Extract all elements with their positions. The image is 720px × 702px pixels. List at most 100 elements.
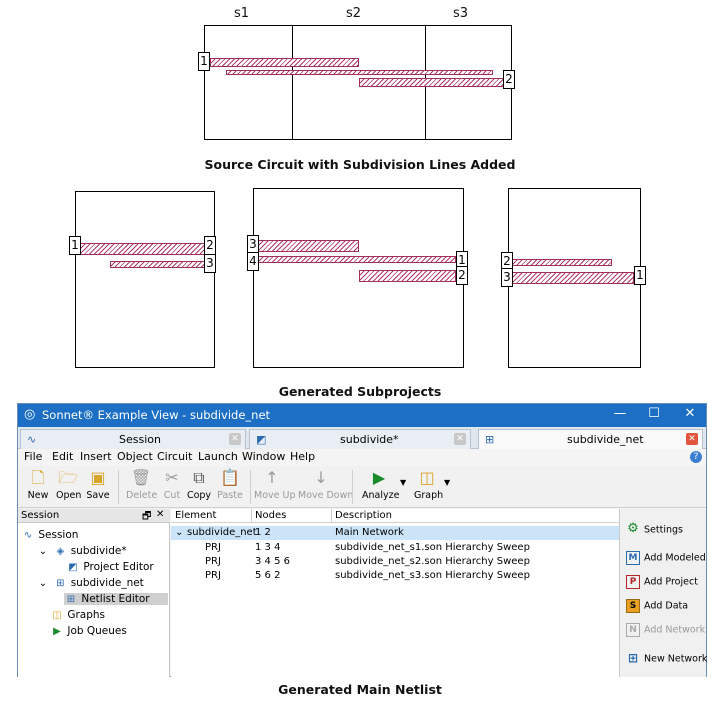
- maximize-button[interactable]: ☐: [648, 406, 660, 421]
- menu-circuit[interactable]: Circuit: [157, 450, 193, 463]
- graph-icon: ◫: [419, 468, 435, 487]
- paste-button[interactable]: 📋 Paste: [217, 468, 243, 501]
- table-row[interactable]: ⌄ subdivide_net 1 2 Main Network: [171, 526, 619, 540]
- cut-button[interactable]: ✂ Cut: [163, 468, 181, 501]
- close-icon[interactable]: ✕: [454, 433, 466, 445]
- tab-subdivide[interactable]: ◩ subdivide* ✕: [249, 429, 471, 449]
- netlist-icon: ⊞: [66, 594, 76, 605]
- menu-edit[interactable]: Edit: [52, 450, 74, 463]
- menu-window[interactable]: Window: [242, 450, 286, 463]
- settings-button[interactable]: ⚙Settings: [627, 521, 683, 536]
- column-header-description[interactable]: Description: [335, 510, 392, 521]
- project-editor-icon: ◩: [68, 562, 78, 573]
- source-strip-2: [226, 70, 493, 75]
- tree-item-subdivide[interactable]: ⌄ ◈ subdivide*: [36, 545, 127, 557]
- segment-label-s2: s2: [346, 6, 362, 21]
- close-button[interactable]: ✕: [684, 406, 696, 421]
- subproject-1-strip-2: [110, 261, 208, 268]
- column-divider: [331, 509, 332, 523]
- em-analyze-icon: ▶: [372, 468, 386, 487]
- menu-help[interactable]: Help: [290, 450, 316, 463]
- open-button[interactable]: 🗁 Open: [56, 468, 82, 501]
- menu-launch[interactable]: Launch: [198, 450, 238, 463]
- move-up-button[interactable]: ↑ Move Up: [254, 468, 296, 501]
- close-icon[interactable]: ✕: [229, 433, 241, 445]
- tree-item-project-editor[interactable]: ◩ Project Editor: [66, 561, 153, 573]
- network-icon: N: [626, 623, 640, 637]
- source-strip-1: [210, 58, 359, 67]
- new-network-button[interactable]: ⊞New Network: [627, 651, 708, 665]
- chevron-down-icon[interactable]: ⌄: [38, 578, 48, 589]
- cell-element: PRJ: [205, 556, 221, 567]
- subproject-1-box: [75, 191, 215, 368]
- move-down-button[interactable]: ↓ Move Down: [298, 468, 354, 501]
- caption-source-circuit: Source Circuit with Subdivision Lines Ad…: [204, 157, 516, 172]
- new-file-icon: 🗋: [31, 468, 45, 487]
- netlist-icon: ⊞: [485, 433, 495, 446]
- copy-button[interactable]: ⧉ Copy: [186, 468, 212, 501]
- menu-file[interactable]: File: [24, 450, 43, 463]
- cell-description: Main Network: [335, 527, 404, 538]
- table-row[interactable]: PRJ 3 4 5 6 subdivide_net_s2.son Hierarc…: [171, 555, 619, 569]
- tree-item-subdivide-net[interactable]: ⌄ ⊞ subdivide_net: [36, 577, 144, 589]
- cell-description: subdivide_net_s1.son Hierarchy Sweep: [335, 542, 530, 553]
- cell-description: subdivide_net_s2.son Hierarchy Sweep: [335, 556, 530, 567]
- table-row[interactable]: PRJ 1 3 4 subdivide_net_s1.son Hierarchy…: [171, 541, 619, 555]
- tree-item-graphs[interactable]: ◫ Graphs: [50, 609, 105, 621]
- netlist-header: Element Nodes Description: [171, 509, 619, 523]
- cell-nodes: 1 2: [255, 527, 271, 538]
- tree-item-job-queues[interactable]: ▶ Job Queues: [50, 625, 127, 637]
- new-button[interactable]: 🗋 New: [27, 468, 49, 501]
- caption-subprojects: Generated Subprojects: [278, 384, 442, 399]
- subproject-3-strip-1: [512, 259, 612, 266]
- subproject-2-strip-3: [359, 270, 456, 282]
- chevron-down-icon[interactable]: ⌄: [175, 527, 184, 538]
- cell-nodes: 1 3 4: [255, 542, 281, 553]
- toolbar-separator: [118, 470, 119, 504]
- analyze-dropdown-icon[interactable]: ▼: [400, 478, 407, 487]
- tab-subdivide-net[interactable]: ⊞ subdivide_net ✕: [478, 429, 703, 449]
- float-icon[interactable]: 🗗: [142, 511, 152, 522]
- tree-item-session[interactable]: ∿ Session: [21, 529, 79, 541]
- sonnet-window: ◎ Sonnet® Example View - subdivide_net —…: [17, 403, 707, 677]
- analyze-button[interactable]: ▶ Analyze: [362, 468, 400, 501]
- graph-dropdown-icon[interactable]: ▼: [444, 478, 451, 487]
- subproject-2-port-4: 4: [247, 252, 259, 271]
- save-button[interactable]: ▣ Save: [86, 468, 110, 501]
- column-divider: [251, 509, 252, 523]
- cell-nodes: 5 6 2: [255, 570, 281, 581]
- graph-icon: ◫: [52, 610, 62, 621]
- menu-bar: File Edit Insert Object Circuit Launch W…: [18, 449, 706, 466]
- close-pane-icon[interactable]: ✕: [156, 509, 165, 520]
- session-icon: ∿: [23, 530, 33, 541]
- sonnet-logo-icon: ◎: [24, 407, 36, 422]
- session-icon: ∿: [27, 433, 37, 446]
- chevron-down-icon[interactable]: ⌄: [38, 546, 48, 557]
- subproject-2-strip-1: [258, 240, 359, 252]
- column-header-element[interactable]: Element: [175, 510, 217, 521]
- cell-element: subdivide_net: [187, 527, 257, 538]
- title-bar: ◎ Sonnet® Example View - subdivide_net —…: [18, 404, 706, 427]
- help-icon[interactable]: ?: [690, 451, 702, 463]
- table-row[interactable]: PRJ 5 6 2 subdivide_net_s3.son Hierarchy…: [171, 569, 619, 583]
- tab-session[interactable]: ∿ Session ✕: [20, 429, 246, 449]
- menu-object[interactable]: Object: [117, 450, 153, 463]
- column-header-nodes[interactable]: Nodes: [255, 510, 287, 521]
- minimize-button[interactable]: —: [613, 406, 627, 421]
- tree-item-netlist-editor[interactable]: ⊞ Netlist Editor: [64, 593, 168, 605]
- subproject-3-strip-2: [512, 272, 634, 284]
- cell-nodes: 3 4 5 6: [255, 556, 290, 567]
- menu-insert[interactable]: Insert: [80, 450, 112, 463]
- graph-button[interactable]: ◫ Graph: [414, 468, 444, 501]
- subproject-1-port-1: 1: [69, 236, 81, 255]
- cell-element: PRJ: [205, 570, 221, 581]
- copy-icon: ⧉: [193, 468, 205, 487]
- delete-button[interactable]: 🗑 Delete: [126, 468, 158, 501]
- gear-icon: ⚙: [627, 521, 639, 536]
- close-icon[interactable]: ✕: [686, 433, 698, 445]
